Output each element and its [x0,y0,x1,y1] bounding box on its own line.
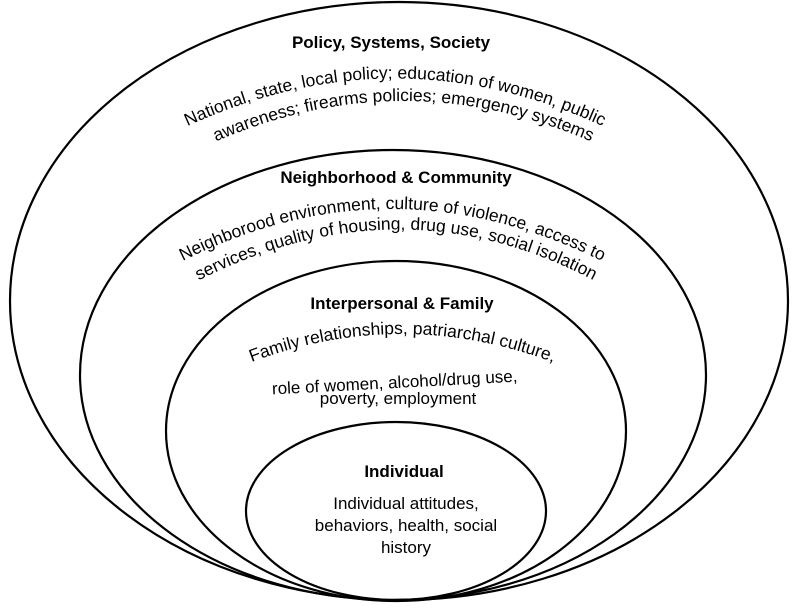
individual-line-2: behaviors, health, social [315,516,497,535]
neighborhood-title: Neighborhood & Community [280,168,512,187]
interpersonal-title: Interpersonal & Family [310,294,494,313]
interpersonal-line-3: poverty, employment [320,389,477,408]
individual-line-1: Individual attitudes, [333,494,479,513]
individual-line-3: history [381,538,432,557]
individual-title: Individual [364,462,443,481]
policy-title: Policy, Systems, Society [292,33,491,52]
interpersonal-line-1: Family relationships, patriarchal cultur… [246,318,559,366]
ring-individual [244,420,548,602]
